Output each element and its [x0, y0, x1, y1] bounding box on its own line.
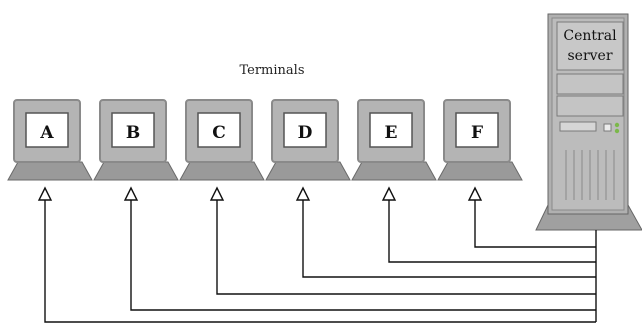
- arrowhead-icon: [381, 186, 397, 201]
- monitor-screen: [197, 112, 241, 148]
- arrowhead-icon: [209, 186, 225, 201]
- monitor-screen: [111, 112, 155, 148]
- terminals-group: A B C D E F: [7, 99, 523, 181]
- server-label-line2: server: [567, 48, 612, 64]
- connection-line-f: [474, 200, 596, 248]
- terminal-base: [265, 161, 351, 181]
- monitor-screen: [283, 112, 327, 148]
- drive-slot: [559, 121, 597, 132]
- central-server: Central server: [535, 13, 642, 231]
- server-label-line1: Central: [563, 28, 617, 44]
- power-button: [603, 123, 612, 132]
- terminals-title: Terminals: [239, 63, 304, 78]
- terminal-base: [179, 161, 265, 181]
- terminal-base: [93, 161, 179, 181]
- arrowhead-icon: [295, 186, 311, 201]
- connection-lines: [37, 186, 597, 323]
- server-vents: [565, 150, 615, 200]
- connection-line-e: [388, 200, 596, 263]
- terminal-d: D: [265, 99, 351, 181]
- connection-line-a: [44, 200, 596, 323]
- terminal-label: B: [126, 123, 140, 143]
- terminal-base: [351, 161, 437, 181]
- terminal-label: C: [212, 123, 226, 143]
- terminal-c: C: [179, 99, 265, 181]
- server-label-panel: [556, 21, 624, 71]
- terminal-label: D: [298, 123, 313, 143]
- monitor-screen: [369, 112, 413, 148]
- terminal-label: F: [471, 123, 483, 143]
- terminal-base: [437, 161, 523, 181]
- arrowhead-icon: [467, 186, 483, 201]
- terminal-base: [7, 161, 93, 181]
- disk-led-icon: [614, 128, 620, 134]
- monitor-screen: [25, 112, 69, 148]
- terminal-b: B: [93, 99, 179, 181]
- drive-bay-1: [556, 73, 624, 95]
- terminal-f: F: [437, 99, 523, 181]
- arrowhead-icon: [37, 186, 53, 201]
- connection-line-d: [302, 200, 596, 278]
- arrowhead-icon: [123, 186, 139, 201]
- monitor-screen: [455, 112, 499, 148]
- connection-line-b: [130, 200, 596, 311]
- connection-line-c: [216, 200, 596, 295]
- terminal-label: E: [385, 123, 398, 143]
- terminal-label: A: [39, 123, 54, 143]
- power-led-icon: [614, 122, 620, 128]
- terminal-e: E: [351, 99, 437, 181]
- terminal-a: A: [7, 99, 93, 181]
- drive-bay-2: [556, 95, 624, 117]
